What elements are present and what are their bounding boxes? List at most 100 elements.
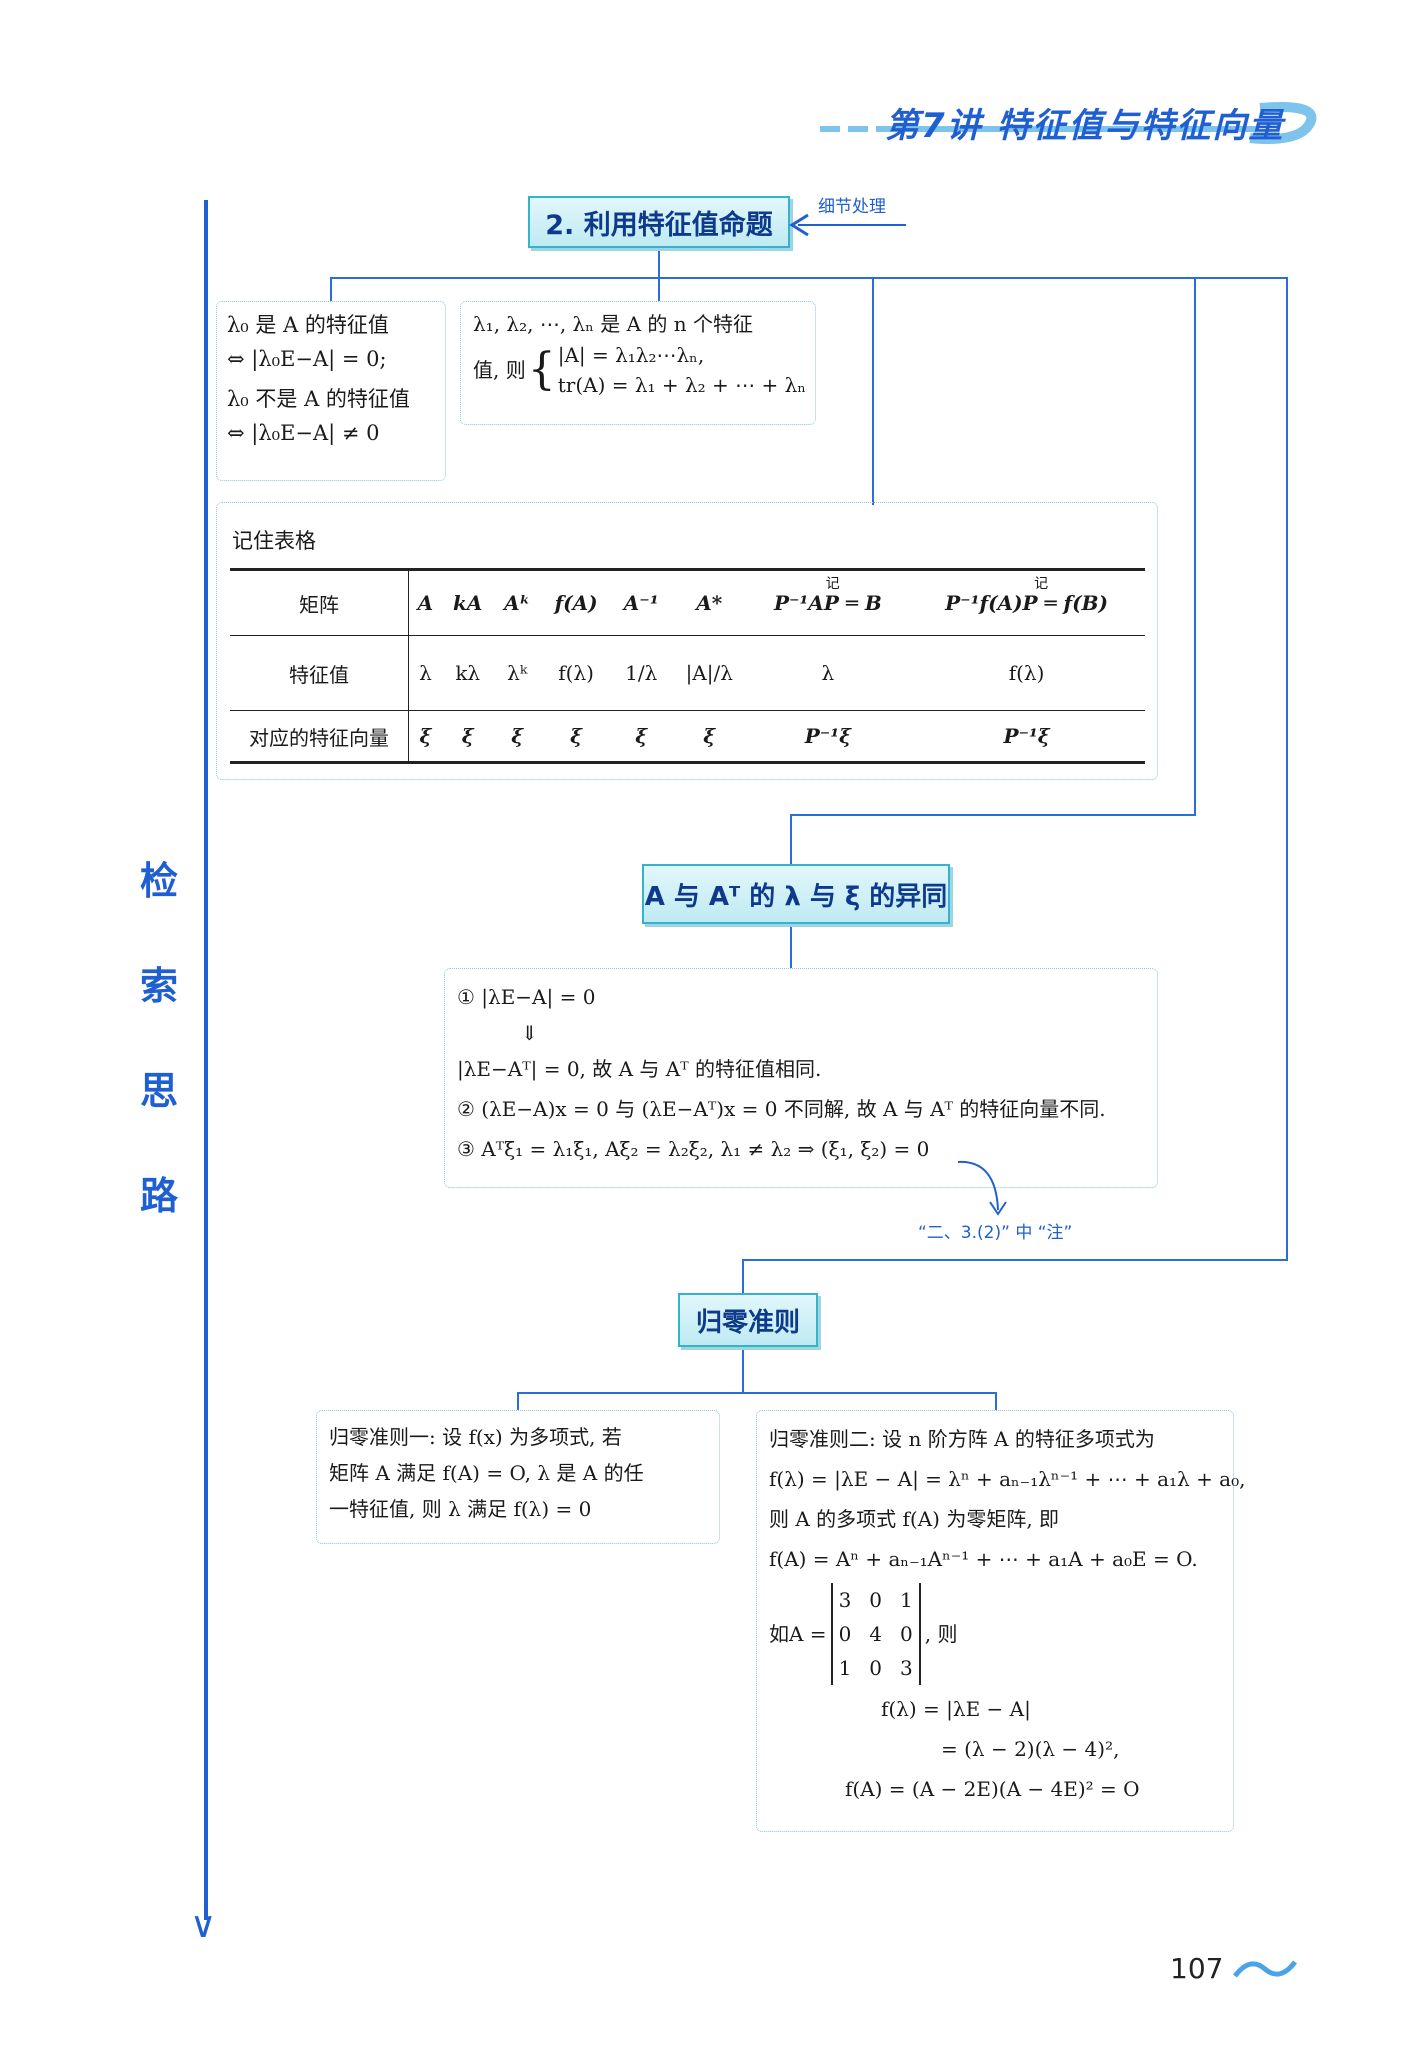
eigenvalue-condition-box: λ₀ 是 A 的特征值 ⇔ |λ₀E−A| = 0; λ₀ 不是 A 的特征值 … (216, 301, 446, 481)
section-title: 归零准则 (678, 1293, 818, 1347)
side-label-char: 路 (140, 1174, 179, 1218)
box-line: ③ Aᵀξ₁ = λ₁ξ₁, Aξ₂ = λ₂ξ₂, λ₁ ≠ λ₂ ⇒ (ξ₁… (457, 1137, 930, 1161)
connector (995, 1392, 997, 1410)
zero-rule-two-box: 归零准则二: 设 n 阶方阵 A 的特征多项式为 f(λ) = |λE − A|… (756, 1410, 1246, 1832)
box-line: λ₁, λ₂, ⋯, λₙ 是 A 的 n 个特征 (473, 312, 753, 336)
page-number: 107 (1170, 1952, 1224, 1985)
section-note: 细节处理 (818, 197, 886, 217)
connector (1286, 277, 1288, 1260)
table-cell: f(λ) (908, 635, 1145, 711)
box-line: 矩阵 A 满足 f(A) = O, λ 是 A 的任 (329, 1461, 644, 1485)
table-cell: ξ (611, 710, 671, 764)
table-row: 矩阵 A kA Aᵏ f(A) A⁻¹ A* 记 P⁻¹AP ═ B 记 P⁻¹… (230, 568, 1145, 636)
table-cell: f(λ) (540, 635, 612, 711)
row-header: 矩阵 (230, 568, 409, 636)
table-cell: Aᵏ (493, 568, 541, 636)
table-cell: kλ (441, 635, 494, 711)
row-header: 对应的特征向量 (230, 710, 409, 764)
eigen-table: 矩阵 A kA Aᵏ f(A) A⁻¹ A* 记 P⁻¹AP ═ B 记 P⁻¹… (230, 568, 1145, 764)
table-cell: ξ (670, 710, 748, 764)
table-cell: ξ (408, 710, 442, 764)
side-label-char: 检 (140, 859, 179, 903)
table-cell: λ (747, 635, 909, 711)
table-cell: ξ (540, 710, 612, 764)
connector (742, 1259, 1288, 1261)
table-cell-text: P⁻¹AP ═ B (773, 591, 882, 615)
table-caption: 记住表格 (232, 529, 316, 553)
row-header: 特征值 (230, 635, 409, 711)
box-line: λ₀ 不是 A 的特征值 (227, 387, 410, 411)
matrix-cell: 3 (900, 1656, 913, 1680)
connector (330, 277, 332, 301)
matrix-cell: 4 (869, 1622, 883, 1646)
box-line: |λE−Aᵀ| = 0, 故 A 与 Aᵀ 的特征值相同. (457, 1057, 822, 1081)
table-cell: P⁻¹ξ (908, 710, 1145, 764)
brace-icon: { (527, 344, 556, 395)
side-label-char: 索 (140, 964, 179, 1008)
zero-rule-one-box: 归零准则一: 设 f(x) 为多项式, 若 矩阵 A 满足 f(A) = O, … (316, 1410, 720, 1544)
connector (790, 922, 792, 968)
box-line: f(λ) = |λE − A| (881, 1697, 1031, 1721)
matrix-cell: 1 (900, 1588, 913, 1612)
mark-label: 记 (825, 576, 840, 592)
transpose-comparison-box: ① |λE−A| = 0 ⇓ |λE−Aᵀ| = 0, 故 A 与 Aᵀ 的特征… (444, 968, 1158, 1188)
connector (517, 1392, 997, 1394)
box-line: 一特征值, 则 λ 满足 f(λ) = 0 (329, 1497, 592, 1521)
box-line: ⇔ |λ₀E−A| = 0; (227, 347, 387, 371)
eigenvalue-product-box: λ₁, λ₂, ⋯, λₙ 是 A 的 n 个特征 值, 则 { |A| = λ… (460, 301, 816, 425)
box-line: f(A) = (A − 2E)(A − 4E)² = O (845, 1777, 1140, 1801)
table-row: 特征值 λ kλ λᵏ f(λ) 1/λ |A|/λ λ f(λ) (230, 635, 1145, 711)
table-cell: A (408, 568, 442, 636)
connector (658, 244, 660, 278)
table-cell: |A|/λ (670, 635, 748, 711)
box-line: ② (λE−A)x = 0 与 (λE−Aᵀ)x = 0 不同解, 故 A 与 … (457, 1097, 1106, 1121)
box-line: 则 A 的多项式 f(A) 为零矩阵, 即 (769, 1507, 1060, 1531)
connector (517, 1392, 519, 1410)
table-cell: 1/λ (611, 635, 671, 711)
table-cell: ξ (441, 710, 494, 764)
box-line: f(A) = Aⁿ + aₙ₋₁Aⁿ⁻¹ + ⋯ + a₁A + a₀E = O… (769, 1547, 1198, 1571)
box-line: = (λ − 2)(λ − 4)², (941, 1737, 1120, 1761)
section-title: A 与 Aᵀ 的 λ 与 ξ 的异同 (642, 864, 950, 924)
matrix-cell: 0 (838, 1622, 852, 1646)
arrow-left-icon (789, 213, 906, 237)
box-line: λ₀ 是 A 的特征值 (227, 313, 389, 337)
connector (742, 1259, 744, 1293)
table-cell: λ (408, 635, 442, 711)
box-line: 归零准则二: 设 n 阶方阵 A 的特征多项式为 (769, 1427, 1155, 1451)
reference-note: “二、3.(2)” 中 “注” (918, 1223, 1073, 1243)
section-title: 2. 利用特征值命题 (528, 196, 790, 248)
matrix-cell: 1 (838, 1656, 852, 1680)
table-cell: ξ (493, 710, 541, 764)
curved-arrow-icon (957, 1160, 1007, 1216)
table-cell: λᵏ (493, 635, 541, 711)
connector (658, 277, 660, 301)
mark-label: 记 (1034, 576, 1049, 592)
connector (790, 814, 1196, 816)
connector (790, 814, 792, 864)
table-cell-text: P⁻¹f(A)P ═ f(B) (945, 591, 1108, 615)
table-cell: A⁻¹ (611, 568, 671, 636)
table-row: 对应的特征向量 ξ ξ ξ ξ ξ ξ P⁻¹ξ P⁻¹ξ (230, 710, 1145, 764)
matrix-cell: 0 (900, 1622, 913, 1646)
table-cell: A* (670, 568, 748, 636)
matrix-cell: 0 (869, 1656, 883, 1680)
chapter-title: 第7讲 特征值与特征向量 (885, 106, 1285, 146)
example-suffix: , 则 (924, 1622, 958, 1646)
header-decoration (820, 102, 1317, 144)
box-line: ⇔ |λ₀E−A| ≠ 0 (227, 421, 380, 445)
box-line: 归零准则一: 设 f(x) 为多项式, 若 (329, 1425, 622, 1449)
table-cell: kA (441, 568, 494, 636)
table-cell: f(A) (540, 568, 612, 636)
matrix-cell: 3 (838, 1588, 852, 1612)
example-prefix: 如A = (769, 1622, 827, 1646)
table-cell: 记 P⁻¹AP ═ B (747, 568, 909, 636)
box-line: tr(A) = λ₁ + λ₂ + ⋯ + λₙ (557, 373, 806, 397)
down-arrow-icon: ∨ (190, 1905, 217, 1946)
box-line: |A| = λ₁λ₂⋯λₙ, (557, 343, 705, 367)
implies-arrow-icon: ⇓ (521, 1021, 538, 1045)
box-line: f(λ) = |λE − A| = λⁿ + aₙ₋₁λⁿ⁻¹ + ⋯ + a₁… (769, 1467, 1246, 1491)
table-cell: P⁻¹ξ (747, 710, 909, 764)
